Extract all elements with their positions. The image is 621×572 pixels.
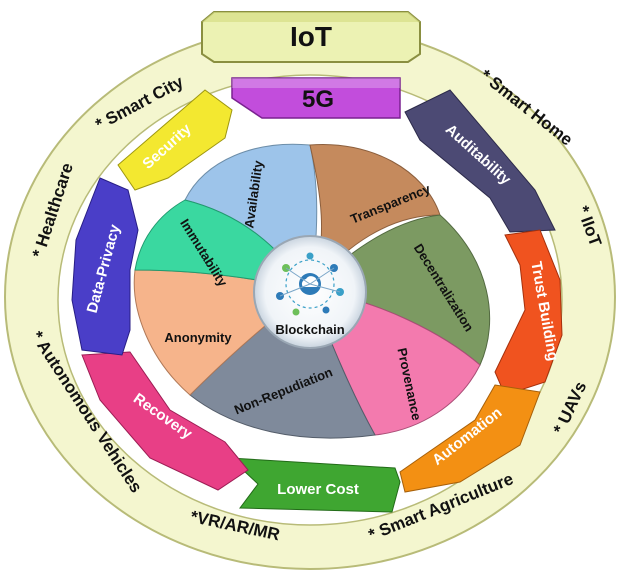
arrow-lower-cost: Lower Cost [228, 457, 401, 513]
iot-label: IoT [290, 21, 332, 52]
label-anonymity: Anonymity [164, 330, 232, 345]
arrow-5g: 5G [231, 77, 401, 119]
iot-banner: IoT [201, 11, 421, 63]
blockchain-network-icon [276, 252, 344, 316]
arrow-security: Security [117, 89, 233, 191]
label-blockchain: Blockchain [275, 322, 344, 337]
arrow-data-privacy: Data-Privacy [71, 177, 139, 356]
arrow-trust-building: Trust Building [494, 229, 563, 396]
label-5g: 5G [302, 86, 334, 113]
blockchain-center: Blockchain [253, 235, 367, 349]
middle-ring: Auditability Trust Building Automation L… [71, 89, 563, 513]
label-lower-cost: Lower Cost [277, 481, 359, 498]
